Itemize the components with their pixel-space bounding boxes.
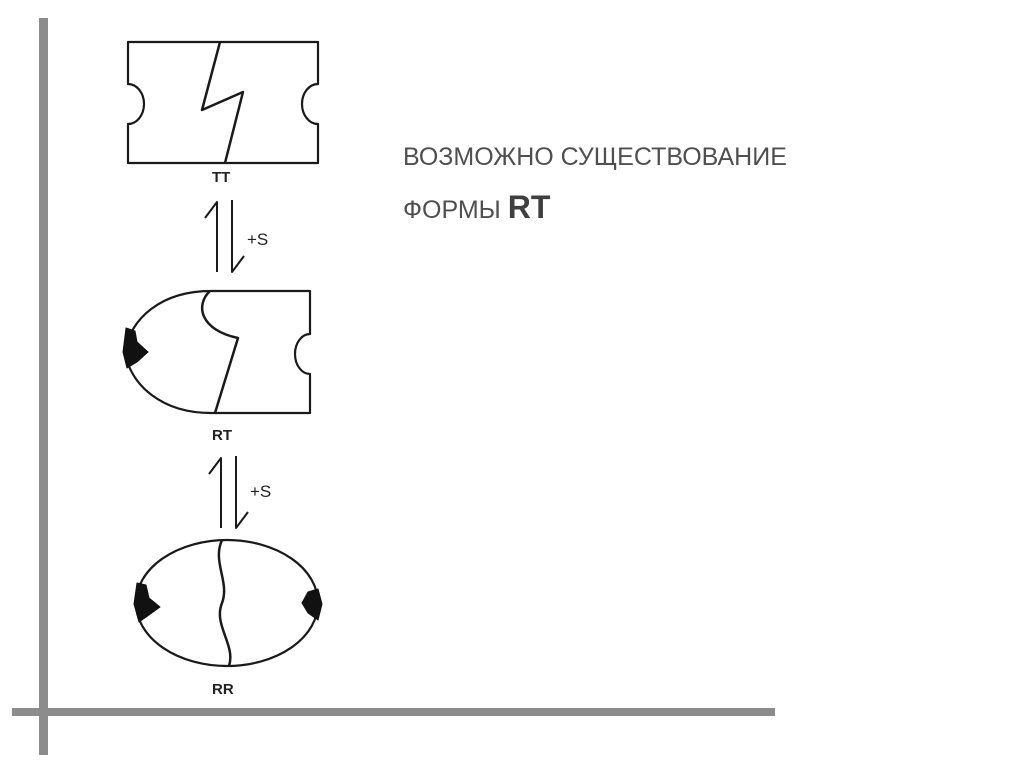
caption-line-1: ВОЗМОЖНО СУЩЕСТВОВАНИЕ <box>403 132 923 182</box>
caption-prefix: ФОРМЫ <box>403 196 501 224</box>
equilibrium-arrow-2 <box>209 456 248 528</box>
slide-caption: ВОЗМОЖНО СУЩЕСТВОВАНИЕ ФОРМЫ RT <box>403 132 923 235</box>
bound-substrate-shape <box>123 328 148 368</box>
bound-substrate-right-shape <box>302 589 322 620</box>
equilibrium-arrow-1 <box>205 200 244 272</box>
bound-substrate-left-shape <box>134 583 160 622</box>
ligand-label-1: +S <box>247 230 268 249</box>
state-label-rr: RR <box>212 681 234 698</box>
caption-line-2: ФОРМЫ RT <box>403 182 923 235</box>
state-label-rt: RT <box>212 427 232 444</box>
rr-state-shape <box>136 540 318 666</box>
caption-emphasis: RT <box>508 189 551 225</box>
state-label-tt: TT <box>212 169 230 186</box>
ligand-label-2: +S <box>250 482 271 501</box>
tt-state-shape <box>128 42 318 163</box>
rt-state-shape <box>125 291 310 413</box>
